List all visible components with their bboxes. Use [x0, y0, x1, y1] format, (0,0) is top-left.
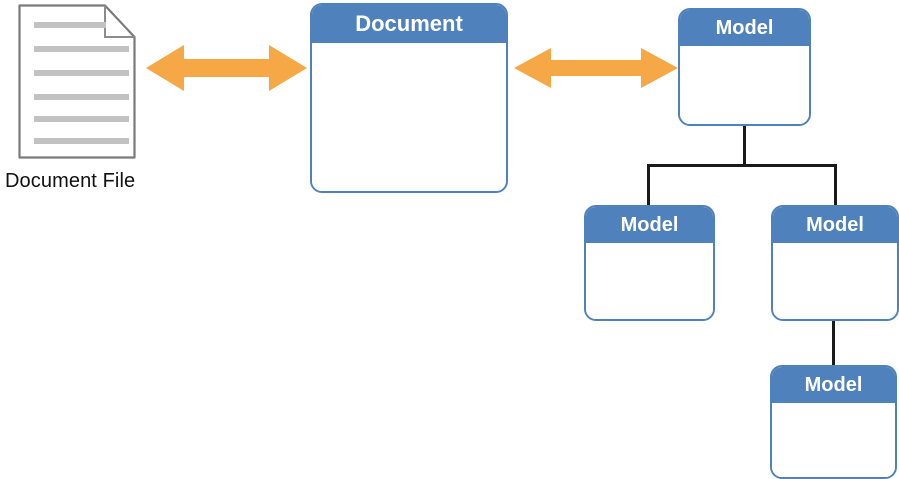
node-model-grandchild[interactable]: Model — [770, 365, 897, 479]
node-model-child-left[interactable]: Model — [584, 205, 715, 321]
node-model-root-body — [680, 46, 809, 124]
connector-right-drop — [834, 164, 837, 207]
node-model-root[interactable]: Model — [678, 8, 811, 126]
node-model-grandchild-title: Model — [772, 367, 895, 403]
node-document[interactable]: Document — [310, 3, 508, 193]
arrow-document-to-model — [514, 46, 678, 90]
node-model-child-left-title: Model — [586, 207, 713, 243]
node-model-grandchild-body — [772, 403, 895, 477]
document-file-icon — [18, 4, 136, 159]
connector-root-stem — [743, 124, 746, 167]
connector-branch-bar — [647, 164, 837, 167]
node-model-child-right-body — [773, 243, 897, 319]
node-model-root-title: Model — [680, 10, 809, 46]
node-document-body — [312, 43, 506, 191]
node-model-child-right[interactable]: Model — [771, 205, 899, 321]
node-document-title: Document — [312, 5, 506, 43]
arrow-doc-file-to-document — [146, 43, 307, 93]
document-file-label: Document File — [5, 170, 136, 192]
connector-right-child-to-grandchild — [832, 319, 835, 367]
node-model-child-left-body — [586, 243, 713, 319]
connector-left-drop — [647, 164, 650, 207]
node-model-child-right-title: Model — [773, 207, 897, 243]
